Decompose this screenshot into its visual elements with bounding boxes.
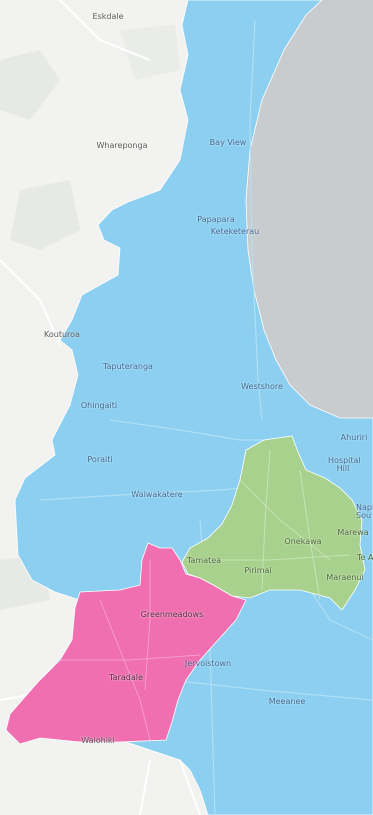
- place-label-eskdale: Eskdale: [92, 12, 124, 21]
- zone-green[interactable]: [181, 435, 366, 611]
- place-label-hospital-hill: Hospital Hill: [328, 456, 361, 473]
- place-label-waiwhakatere: Waiwakatere: [131, 490, 183, 499]
- place-label-tamatea: Tamatea: [186, 556, 222, 565]
- place-label-poraiti: Poraiti: [87, 455, 113, 464]
- pink-zone-roads: [60, 560, 201, 741]
- place-label-ahuriri: Ahuriri: [340, 433, 368, 442]
- place-label-whareponga: Whareponga: [96, 141, 148, 150]
- place-label-keteketerau: Keteketerau: [210, 227, 260, 236]
- place-label-meeanee: Meeanee: [268, 697, 306, 706]
- place-label-taputeranga: Taputeranga: [103, 362, 153, 371]
- zone-pink[interactable]: [5, 542, 247, 745]
- place-label-kouturoa: Kouturoa: [44, 330, 80, 339]
- place-label-ohingaiti: Ohingaiti: [80, 401, 118, 410]
- land-patch: [0, 50, 60, 120]
- place-label-te-awa: Te A: [357, 553, 373, 562]
- place-label-taradale: Taradale: [109, 673, 143, 682]
- place-label-papapara: Papapara: [197, 215, 235, 224]
- place-label-bay-view: Bay View: [209, 138, 247, 147]
- place-label-jervoistown: Jervoistown: [184, 659, 232, 668]
- place-label-onekawa: Onekawa: [284, 537, 322, 546]
- place-label-pirimai: Pirimai: [244, 566, 272, 575]
- place-label-napier-south: Napi Sou: [356, 503, 373, 520]
- green-zone-roads: [210, 449, 351, 601]
- place-label-maraenui: Maraenui: [326, 573, 364, 582]
- place-label-westshore: Westshore: [241, 382, 283, 391]
- place-label-waiohiki: Waiohiki: [81, 736, 115, 745]
- sea-area: [246, 0, 373, 418]
- place-label-marewa: Marewa: [337, 528, 369, 537]
- land-patch: [10, 180, 80, 250]
- land-patch: [120, 25, 180, 80]
- place-label-greenmeadows: Greenmeadows: [140, 610, 204, 619]
